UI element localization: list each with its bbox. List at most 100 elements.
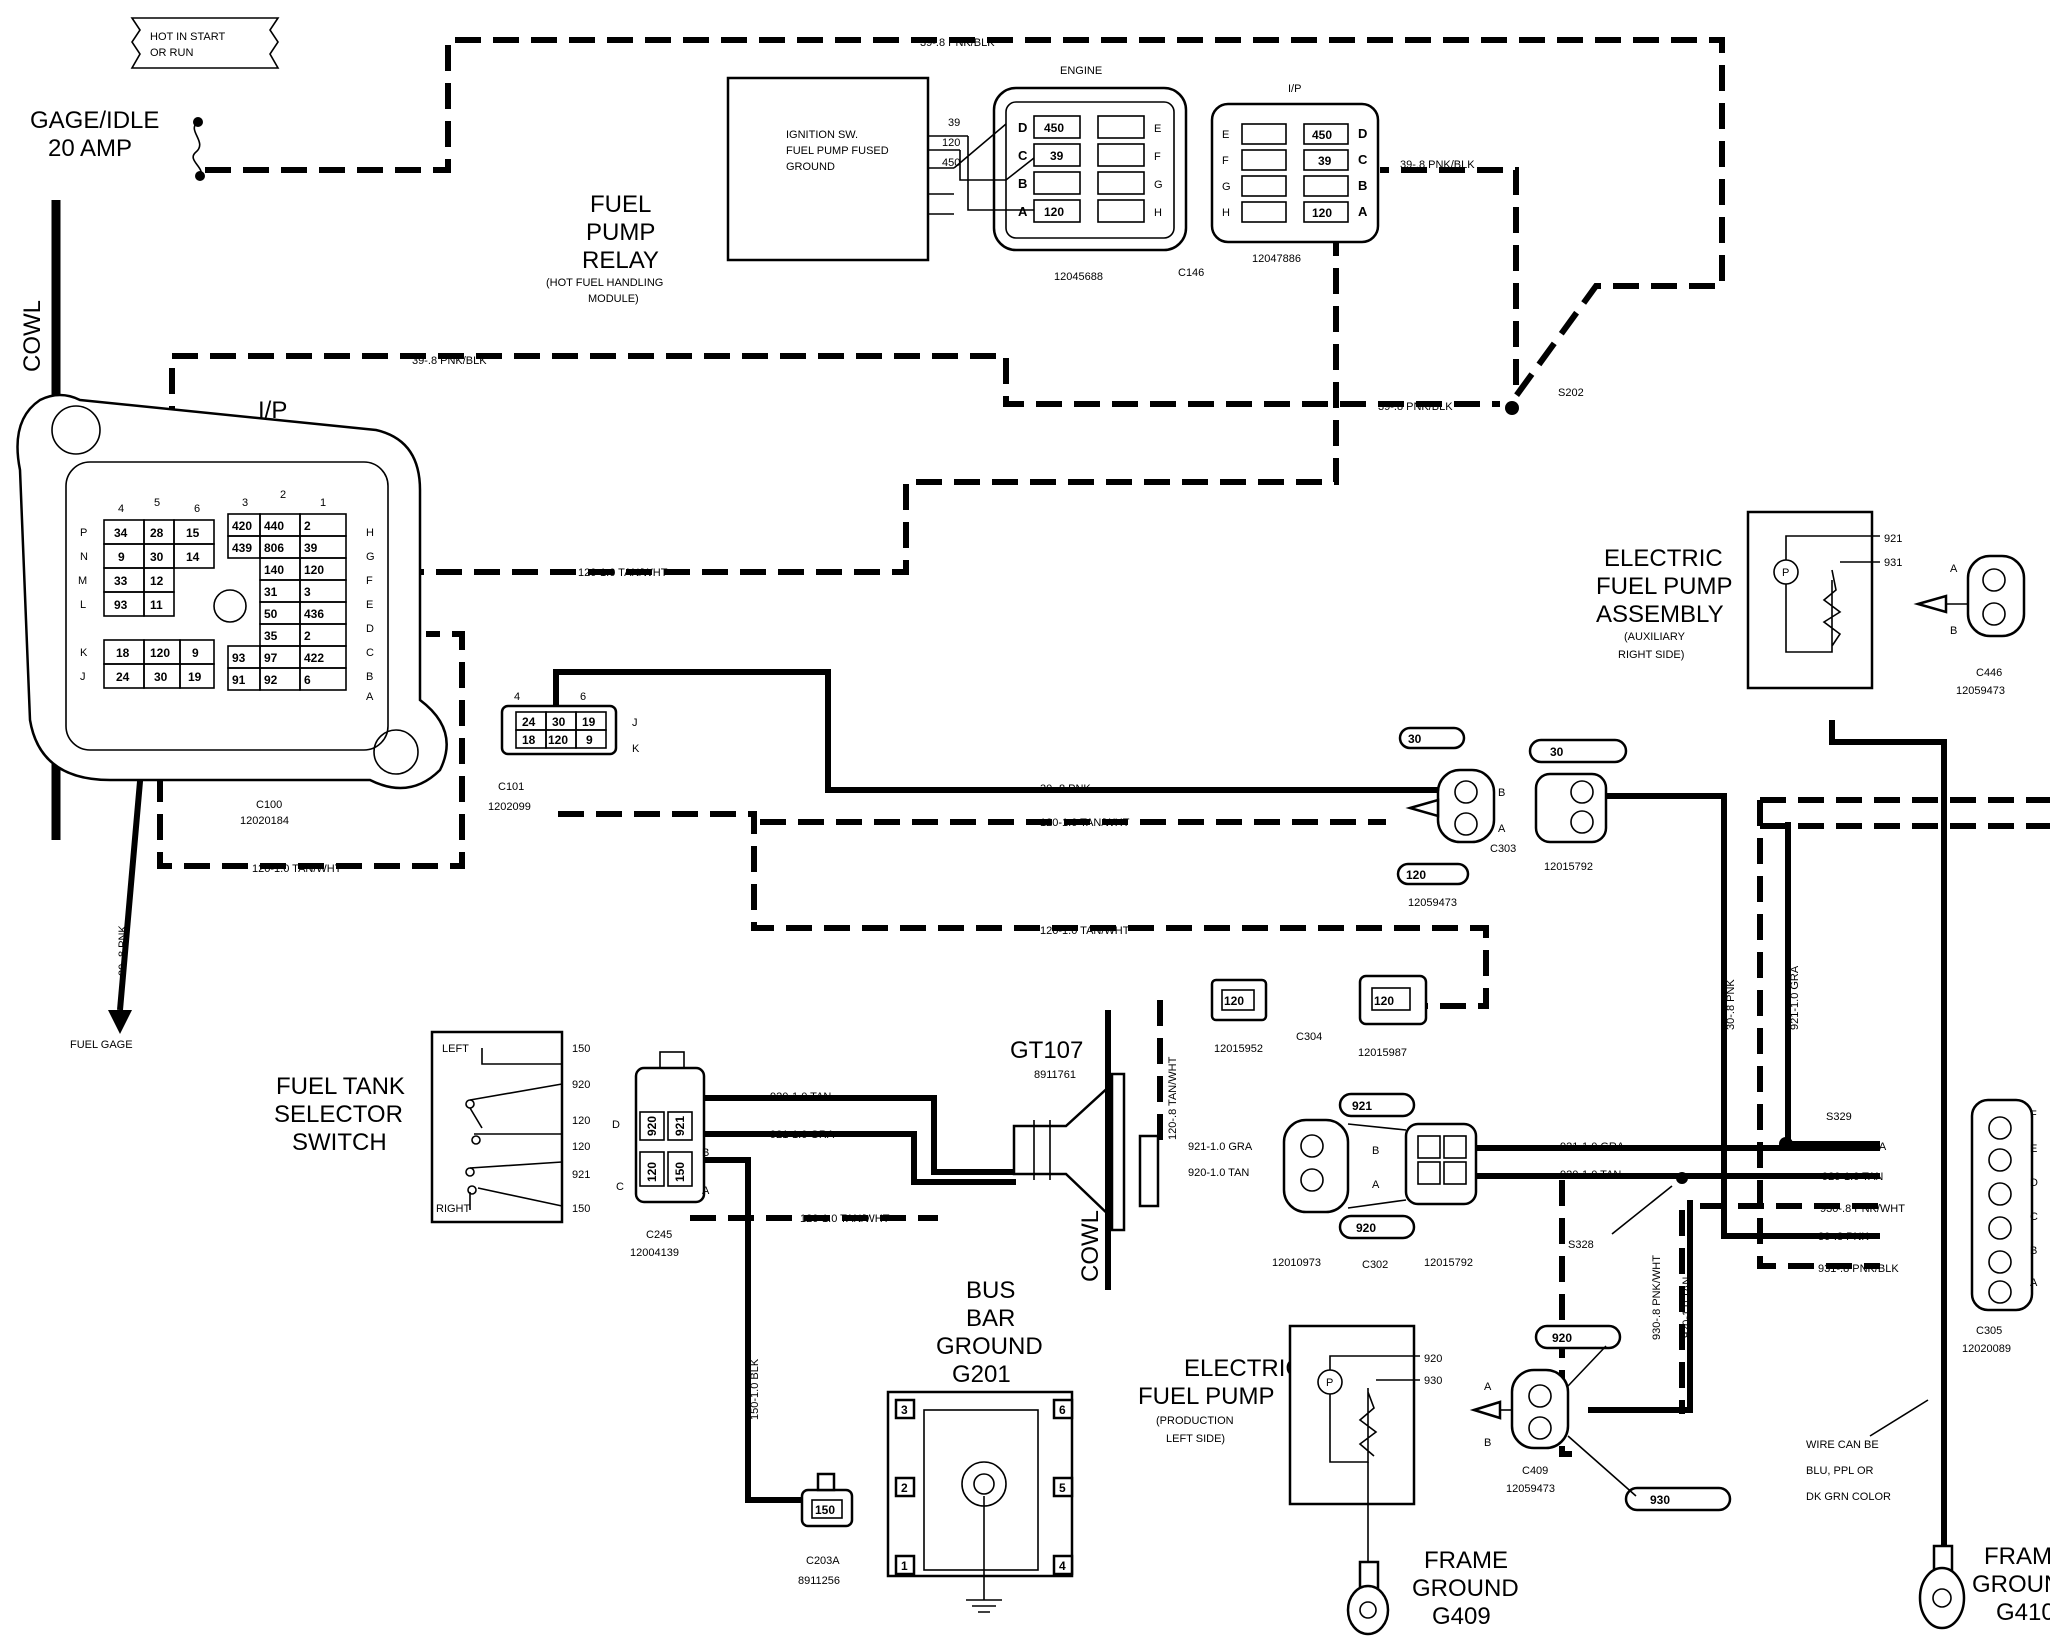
prod-pump-title-1: ELECTRIC <box>1184 1355 1303 1382</box>
svg-text:B: B <box>1484 1437 1491 1449</box>
fuel-gage-arrow <box>108 1010 132 1034</box>
svg-text:F: F <box>1222 155 1229 167</box>
svg-text:H: H <box>1154 207 1162 219</box>
selector-left: LEFT <box>442 1043 469 1055</box>
c446-id: C446 <box>1976 667 2002 679</box>
svg-text:30: 30 <box>1550 745 1564 759</box>
svg-text:A: A <box>2030 1277 2038 1289</box>
c446-part: 12059473 <box>1956 685 2005 697</box>
wire-label-921-vertical: 921-1.0 GRA <box>1789 965 1801 1030</box>
hot-in-start-line1: HOT IN START <box>150 31 225 43</box>
pump-assembly-title-3: ASSEMBLY <box>1596 601 1724 628</box>
wire-39-top <box>205 37 1725 406</box>
wire-color-note-1: WIRE CAN BE <box>1806 1439 1879 1451</box>
gt107-title: GT107 <box>1010 1037 1083 1064</box>
selector-title-3: SWITCH <box>292 1129 387 1156</box>
c409-part: 12059473 <box>1506 1483 1555 1495</box>
c304-part-left: 12015952 <box>1214 1043 1263 1055</box>
svg-text:19: 19 <box>188 670 202 684</box>
frame-ground-g410-title-3: G410 <box>1996 1599 2050 1626</box>
frame-ground-g410-title-2: GROUN <box>1972 1571 2050 1598</box>
c203a-connector <box>800 1472 854 1528</box>
ip-right-cell-label: 35 <box>264 629 278 643</box>
c302-connector <box>1282 1118 1478 1214</box>
c303-id: C303 <box>1490 843 1516 855</box>
gt107-grommet <box>1012 1072 1160 1232</box>
c245-part: 12004139 <box>630 1247 679 1259</box>
svg-text:150: 150 <box>572 1043 590 1055</box>
svg-text:5: 5 <box>154 497 160 509</box>
svg-text:G: G <box>1222 181 1231 193</box>
svg-text:120: 120 <box>150 646 170 660</box>
frame-ground-g409-title-1: FRAME <box>1424 1547 1508 1574</box>
ip-block-part: 12020184 <box>240 815 289 827</box>
svg-text:M: M <box>78 575 87 587</box>
prod-pump-box <box>1288 1324 1416 1506</box>
relay-pin-39: 39 <box>948 117 960 129</box>
svg-text:120: 120 <box>645 1162 659 1182</box>
svg-text:930: 930 <box>1650 1493 1670 1507</box>
svg-text:93: 93 <box>114 598 128 612</box>
engine-connector <box>992 86 1188 252</box>
fuel-pump-relay-title-1: FUEL <box>590 191 651 218</box>
wire-label-30-c305: 30-.8 PNK <box>1818 1231 1869 1243</box>
svg-text:2: 2 <box>280 489 286 501</box>
svg-text:920: 920 <box>1424 1353 1442 1365</box>
svg-text:N: N <box>80 551 88 563</box>
c303-connector-left <box>1405 768 1496 844</box>
ip-top-connector <box>1210 102 1380 244</box>
c304-id: C304 <box>1296 1031 1322 1043</box>
c305-connector <box>1970 1098 2034 1312</box>
wire-label-920-c305: 920-1.0 TAN <box>1822 1171 1883 1183</box>
ip-right-cell-label: 31 <box>264 585 278 599</box>
c101-id: C101 <box>498 781 524 793</box>
prod-pump-sub-2: LEFT SIDE) <box>1166 1433 1225 1445</box>
wire-920-c409 <box>1588 1200 1693 1413</box>
pump-assembly-sub-2: RIGHT SIDE) <box>1618 649 1684 661</box>
engine-connector-id: C146 <box>1178 267 1204 279</box>
wire-30-pnk-main <box>553 669 1440 793</box>
svg-text:920: 920 <box>572 1079 590 1091</box>
bus-bar-title-2: BAR <box>966 1305 1015 1332</box>
wire-right-frame-dash <box>1760 797 2050 829</box>
svg-text:920: 920 <box>1552 1331 1572 1345</box>
svg-text:D: D <box>366 623 374 635</box>
c245-id: C245 <box>646 1229 672 1241</box>
selector-title-2: SELECTOR <box>274 1101 403 1128</box>
svg-text:450: 450 <box>1312 128 1332 142</box>
svg-text:D: D <box>1358 126 1367 141</box>
fuel-pump-relay-box <box>726 76 930 262</box>
svg-text:9: 9 <box>118 550 125 564</box>
c303-part-right: 12015792 <box>1544 861 1593 873</box>
ip-right-cell-label: 806 <box>264 541 284 555</box>
pump-assembly-box <box>1746 510 1874 690</box>
wire-920-tan <box>654 1095 1016 1175</box>
wire-label-120-c303: 120-1.0 TAN/WHT <box>1040 817 1130 829</box>
relay-pin-450: 450 <box>942 157 960 169</box>
cowl-label-left: COWL <box>19 300 46 372</box>
svg-text:A: A <box>1498 823 1506 835</box>
pump-assembly-sub-1: (AUXILIARY <box>1624 631 1686 643</box>
svg-text:14: 14 <box>186 550 200 564</box>
svg-text:150: 150 <box>572 1203 590 1215</box>
svg-text:920: 920 <box>645 1116 659 1136</box>
wire-label-39-s202: 39-.8 PNK/BLK <box>1378 401 1453 413</box>
wire-label-120-c304: 120-1.0 TAN/WHT <box>1040 925 1130 937</box>
svg-text:F: F <box>2030 1109 2037 1121</box>
svg-text:B: B <box>366 671 373 683</box>
svg-text:28: 28 <box>150 526 164 540</box>
svg-text:E: E <box>1154 123 1161 135</box>
gage-idle-label: GAGE/IDLE <box>30 107 159 134</box>
fuel-pump-relay-sub-1: (HOT FUEL HANDLING <box>546 277 663 289</box>
ip-top-connector-title: I/P <box>1288 83 1301 95</box>
svg-text:A: A <box>366 691 374 703</box>
fuel-pump-relay-title-3: RELAY <box>582 247 659 274</box>
prod-pump-title-2: FUEL PUMP <box>1138 1383 1274 1410</box>
svg-text:11: 11 <box>150 598 163 612</box>
ip-right-cell-label: 120 <box>304 563 324 577</box>
wire-label-120-c245: 120-1.0 TAN/WHT <box>800 1213 890 1225</box>
svg-text:F: F <box>1154 151 1161 163</box>
svg-text:920: 920 <box>1356 1221 1376 1235</box>
c302-part-right: 12015792 <box>1424 1257 1473 1269</box>
svg-text:B: B <box>1498 787 1505 799</box>
